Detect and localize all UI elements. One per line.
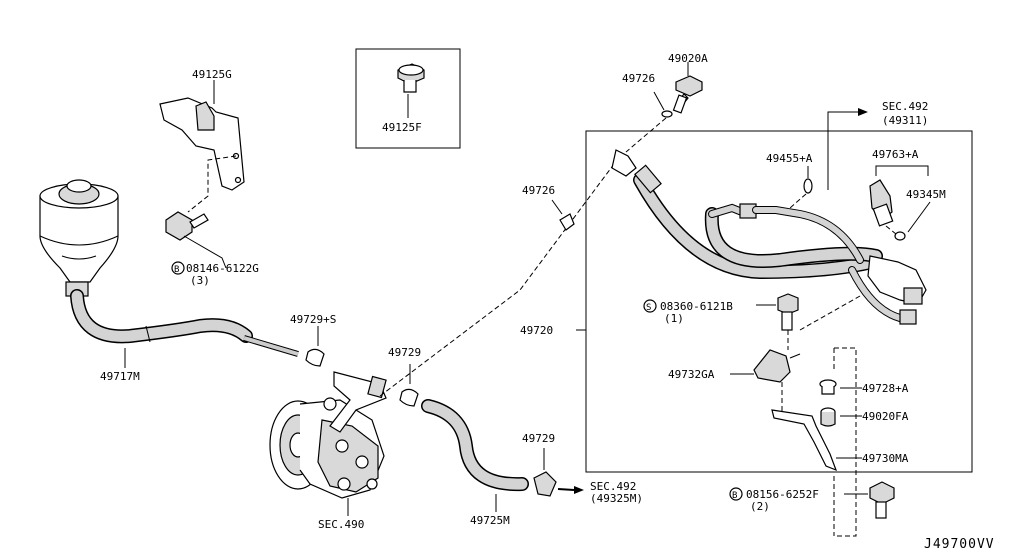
arrow-SEC492-top: SEC.492 (49311) <box>827 100 928 190</box>
label-49020A: 49020A <box>668 52 708 65</box>
label-49455A: 49455+A <box>766 152 813 165</box>
power-steering-pump: SEC.490 <box>269 371 387 531</box>
label-08156-6252F: 08156-6252F <box>746 488 819 501</box>
oring-49455A: 49455+A <box>766 152 813 209</box>
washer-49726-mid: 49726 <box>522 184 575 231</box>
grommet-49728A: 49728+A <box>819 379 909 395</box>
inset-49125F: 49125F <box>355 48 461 149</box>
diagram-code: J49700VV <box>924 537 995 552</box>
hose-49725M: 49725M <box>421 399 529 527</box>
label-08360-qty: (1) <box>664 312 684 325</box>
svg-text:B: B <box>174 265 179 275</box>
washer-49726-top: 49726 <box>622 72 673 153</box>
label-08360-6121B: 08360-6121B <box>660 300 733 313</box>
label-49763A: 49763+A <box>872 148 919 161</box>
label-49325M: (49325M) <box>590 492 643 505</box>
label-08156-qty: (2) <box>750 500 770 513</box>
arrow-SEC492-low: SEC.492 (49325M) <box>557 480 643 505</box>
svg-text:S: S <box>646 303 651 313</box>
label-08146-6122G: 08146-6122G <box>186 262 259 275</box>
dashed-box-fasteners <box>833 347 857 537</box>
bolt-49020A: 49020A <box>668 52 708 114</box>
clamp-49729-mid: 49729 <box>388 346 421 407</box>
label-SEC492-top: SEC.492 <box>882 100 928 113</box>
bracket-49125G: 49125G <box>159 68 245 213</box>
oring-49345M: 49345M <box>885 188 946 241</box>
bolt-08156-6252F: B 08156-6252F (2) <box>729 481 895 519</box>
label-49729-mid: 49729 <box>388 346 421 359</box>
label-49720: 49720 <box>520 324 553 337</box>
high-pressure-hose <box>611 149 927 325</box>
bolt-08146-6122G: B 08146-6122G (3) <box>165 211 259 287</box>
bracket-49730MA: 49730MA <box>771 409 909 472</box>
hose-49717M: 49717M <box>70 289 299 383</box>
svg-text:B: B <box>732 491 737 501</box>
bolt-08360-6121B: S 08360-6121B (1) <box>643 293 861 350</box>
label-49726-top: 49726 <box>622 72 655 85</box>
bolt-symbol-B <box>171 261 185 275</box>
label-49726-mid: 49726 <box>522 184 555 197</box>
label-49311: (49311) <box>882 114 928 127</box>
label-49725M: 49725M <box>470 514 510 527</box>
label-49730MA: 49730MA <box>862 452 909 465</box>
label-49732GA: 49732GA <box>668 368 715 381</box>
label-49020FA: 49020FA <box>862 410 909 423</box>
sensor-49763A: 49763+A <box>869 148 929 227</box>
bracket-49732GA: 49732GA <box>668 349 801 412</box>
label-49729-low: 49729 <box>522 432 555 445</box>
bolt-symbol-B2 <box>729 487 743 501</box>
label-SEC490: SEC.490 <box>318 518 364 531</box>
collar-49020FA: 49020FA <box>820 407 909 427</box>
clamp-49729S: 49729+S <box>290 313 336 367</box>
label-49345M: 49345M <box>906 188 946 201</box>
clamp-49729-low: 49729 <box>522 432 557 497</box>
label-08146-qty: (3) <box>190 274 210 287</box>
bolt-symbol-S <box>643 299 657 313</box>
label-49717M: 49717M <box>100 370 140 383</box>
label-49728A: 49728+A <box>862 382 909 395</box>
dashed-guide-pump <box>379 155 621 397</box>
label-49729S: 49729+S <box>290 313 336 326</box>
label-49125G: 49125G <box>192 68 232 81</box>
reservoir-tank <box>39 179 119 297</box>
assembly-box-49720: 49720 <box>520 130 973 473</box>
label-SEC492-low: SEC.492 <box>590 480 636 493</box>
label-49125F: 49125F <box>382 121 422 134</box>
